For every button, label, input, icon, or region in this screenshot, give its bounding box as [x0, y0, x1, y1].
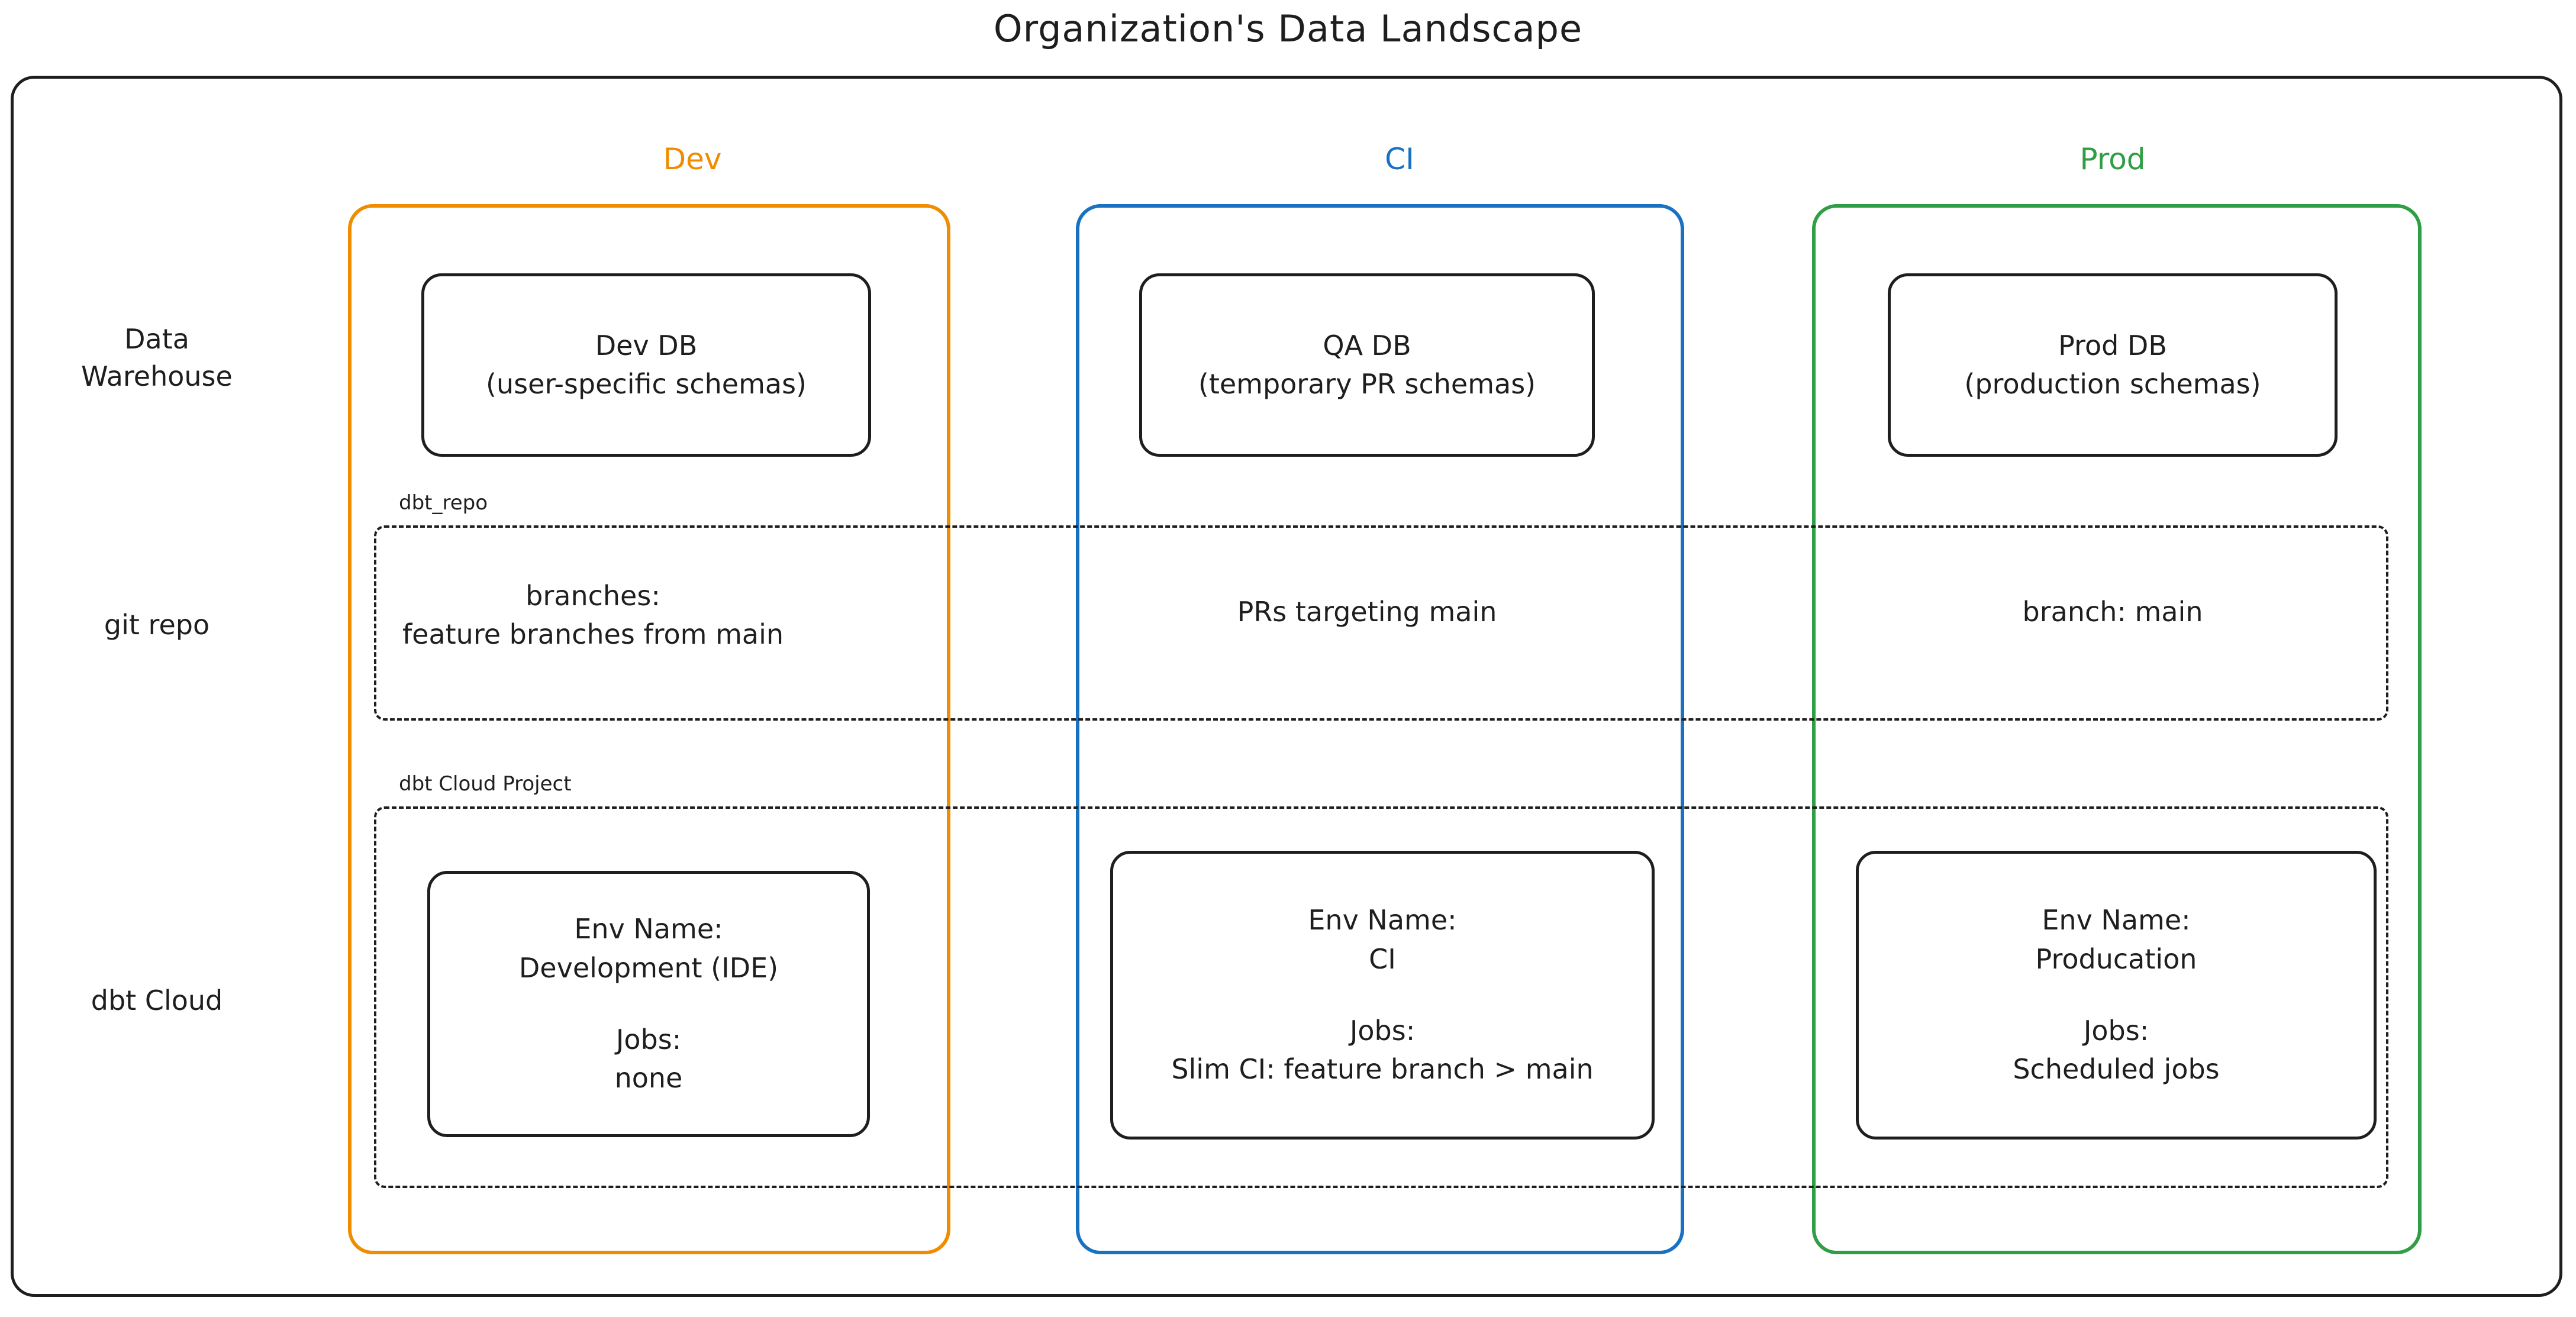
node-dbt-cloud-prod-jobs-value: Scheduled jobs: [2013, 1053, 2220, 1086]
env-column-dev: [348, 204, 950, 1254]
node-prod-db-line1: Prod DB: [2058, 329, 2167, 361]
row-label-data-warehouse-line2: Warehouse: [81, 360, 233, 393]
node-dbt-cloud-dev-env-value: Development (IDE): [518, 951, 779, 984]
text-git-repo-prod-line1: branch: main: [2022, 596, 2203, 628]
node-dbt-cloud-dev-jobs-label: Jobs:: [615, 1024, 682, 1055]
node-dev-db-line1: Dev DB: [595, 329, 698, 361]
column-header-prod: Prod: [2080, 142, 2146, 176]
env-column-ci: [1076, 204, 1684, 1254]
row-label-dbt-cloud: dbt Cloud: [91, 984, 223, 1016]
node-prod-db-line2: (production schemas): [1964, 368, 2261, 400]
column-header-dev: Dev: [663, 142, 722, 176]
text-git-repo-dev-line1: branches:: [525, 580, 660, 612]
env-column-prod: [1812, 204, 2422, 1254]
text-git-repo-dev: branches: feature branches from main: [374, 577, 812, 654]
node-dbt-cloud-ci-jobs-value: Slim CI: feature branch > main: [1171, 1053, 1594, 1086]
node-qa-db-line1: QA DB: [1323, 329, 1411, 361]
row-label-data-warehouse-line1: Data: [124, 323, 189, 355]
node-dbt-cloud-dev: Env Name: Development (IDE) Jobs: none: [427, 871, 870, 1137]
node-qa-db: QA DB (temporary PR schemas): [1139, 273, 1595, 457]
page-title: Organization's Data Landscape: [993, 7, 1583, 50]
node-dbt-cloud-ci-jobs-label: Jobs:: [1349, 1015, 1416, 1047]
group-dbt-cloud-project-label: dbt Cloud Project: [395, 772, 575, 796]
node-dbt-cloud-prod-jobs-label: Jobs:: [2083, 1015, 2149, 1047]
node-dbt-cloud-prod: Env Name: Producation Jobs: Scheduled jo…: [1856, 851, 2377, 1140]
node-dbt-cloud-ci-env-value: CI: [1369, 942, 1396, 975]
group-dbt-repo: dbt_repo: [374, 491, 2388, 721]
node-dbt-cloud-prod-env-label: Env Name:: [2042, 904, 2191, 937]
group-dbt-cloud-project: dbt Cloud Project: [374, 772, 2388, 1188]
column-header-ci: CI: [1385, 142, 1414, 176]
diagram-outer-frame: [11, 76, 2562, 1297]
node-qa-db-line2: (temporary PR schemas): [1198, 368, 1536, 400]
node-dbt-cloud-ci: Env Name: CI Jobs: Slim CI: feature bran…: [1110, 851, 1655, 1140]
node-dev-db: Dev DB (user-specific schemas): [421, 273, 871, 457]
row-label-data-warehouse: Data Warehouse: [33, 321, 281, 396]
text-git-repo-ci: PRs targeting main: [1118, 593, 1616, 631]
text-git-repo-dev-line2: feature branches from main: [402, 618, 784, 651]
text-git-repo-prod: branch: main: [1876, 593, 2349, 631]
node-dev-db-line2: (user-specific schemas): [486, 368, 807, 400]
node-dbt-cloud-dev-jobs-value: none: [614, 1062, 683, 1095]
text-git-repo-ci-line1: PRs targeting main: [1237, 596, 1497, 628]
node-dbt-cloud-dev-env-label: Env Name:: [574, 913, 723, 945]
group-dbt-repo-label: dbt_repo: [395, 491, 492, 515]
node-dbt-cloud-ci-env-label: Env Name:: [1308, 904, 1457, 937]
node-prod-db: Prod DB (production schemas): [1888, 273, 2338, 457]
row-label-git-repo: git repo: [104, 609, 210, 641]
node-dbt-cloud-prod-env-value: Producation: [2035, 942, 2197, 975]
